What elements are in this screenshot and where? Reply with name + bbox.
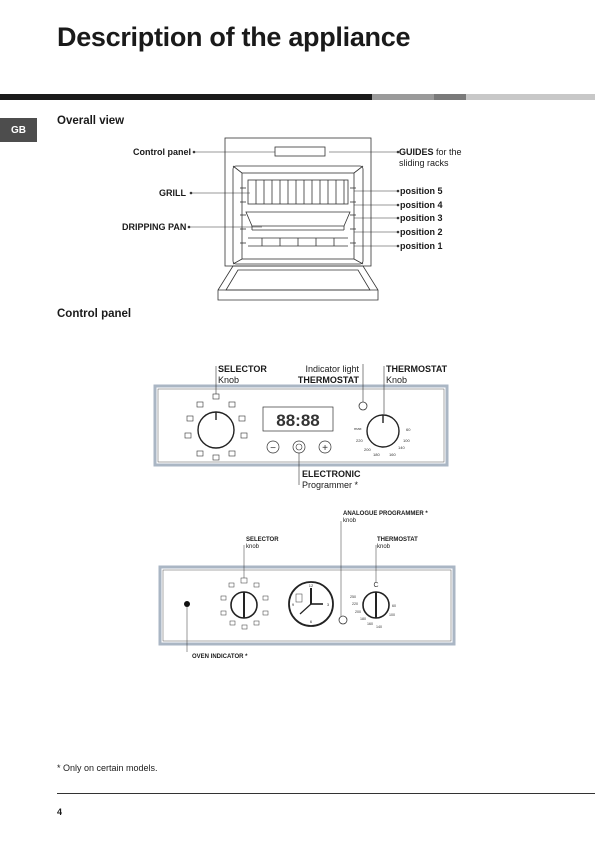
oven-inner bbox=[241, 172, 355, 260]
label-position-4: position 4 bbox=[400, 200, 443, 210]
thermostat-indicator-light-icon bbox=[358, 401, 368, 411]
svg-text:220: 220 bbox=[356, 438, 363, 443]
minus-button-icon bbox=[266, 440, 280, 454]
footer-rule bbox=[57, 793, 595, 794]
display-digits: 88:88 bbox=[276, 411, 319, 430]
svg-text:100: 100 bbox=[389, 613, 395, 617]
svg-text:140: 140 bbox=[376, 625, 382, 629]
svg-text:3: 3 bbox=[327, 602, 330, 607]
label-position-1: position 1 bbox=[400, 241, 443, 251]
label-grill: GRILL bbox=[159, 188, 186, 198]
svg-text:max: max bbox=[354, 426, 362, 431]
clock-button-icon bbox=[292, 440, 306, 454]
overall-view-heading: Overall view bbox=[57, 115, 125, 127]
svg-text:12: 12 bbox=[309, 583, 314, 588]
rule-mid bbox=[372, 94, 434, 100]
label-dripping-pan: DRIPPING PAN bbox=[122, 222, 187, 232]
svg-text:60: 60 bbox=[392, 604, 396, 608]
label-oven-indicator: OVEN INDICATOR * bbox=[192, 654, 248, 660]
control-panel-heading: Control panel bbox=[57, 308, 132, 320]
svg-text:220: 220 bbox=[352, 602, 358, 606]
label-position-5: position 5 bbox=[400, 186, 443, 196]
grill-rack bbox=[247, 179, 349, 205]
label-position-2: position 2 bbox=[400, 227, 443, 237]
label-analogue-programmer: ANALOGUE PROGRAMMER *knob bbox=[343, 511, 428, 524]
svg-text:100: 100 bbox=[403, 438, 410, 443]
oven-control-slot bbox=[274, 146, 326, 157]
svg-text:200: 200 bbox=[364, 447, 371, 452]
svg-text:180: 180 bbox=[373, 452, 380, 457]
lower-rack bbox=[248, 237, 348, 247]
svg-text:+: + bbox=[322, 443, 328, 454]
svg-text:6: 6 bbox=[310, 619, 313, 624]
page-number: 4 bbox=[57, 807, 63, 817]
programmer-display bbox=[262, 406, 334, 432]
analogue-panel: 12 3 6 9 C 250 220 200 180 160 140 100 6… bbox=[158, 521, 456, 652]
svg-text:60: 60 bbox=[406, 427, 411, 432]
programmer-knob-icon bbox=[338, 615, 348, 625]
svg-text:9: 9 bbox=[292, 602, 295, 607]
svg-text:140: 140 bbox=[398, 445, 405, 450]
electronic-panel: 88:88 − + max 220 200 180 160 140 100 60 bbox=[153, 364, 449, 485]
svg-text:180: 180 bbox=[360, 617, 366, 621]
rule-dark bbox=[0, 94, 372, 100]
page-title: Description of the appliance bbox=[57, 22, 411, 52]
rule-light bbox=[466, 94, 595, 100]
svg-text:200: 200 bbox=[355, 610, 361, 614]
svg-text:−: − bbox=[270, 443, 276, 454]
svg-text:C: C bbox=[373, 582, 378, 589]
label-control-panel: Control panel bbox=[133, 147, 191, 157]
svg-text:250: 250 bbox=[350, 595, 356, 599]
label-position-3: position 3 bbox=[400, 213, 443, 223]
oven-indicator-light-icon bbox=[184, 601, 190, 607]
svg-text:160: 160 bbox=[389, 452, 396, 457]
oven-cavity bbox=[232, 165, 364, 265]
header-rule bbox=[0, 94, 595, 100]
rule-mid2 bbox=[434, 94, 466, 100]
language-tab: GB bbox=[0, 118, 37, 142]
footnote: * Only on certain models. bbox=[57, 763, 158, 773]
plus-button-icon bbox=[318, 440, 332, 454]
rack-guides bbox=[240, 187, 356, 244]
svg-text:160: 160 bbox=[367, 622, 373, 626]
